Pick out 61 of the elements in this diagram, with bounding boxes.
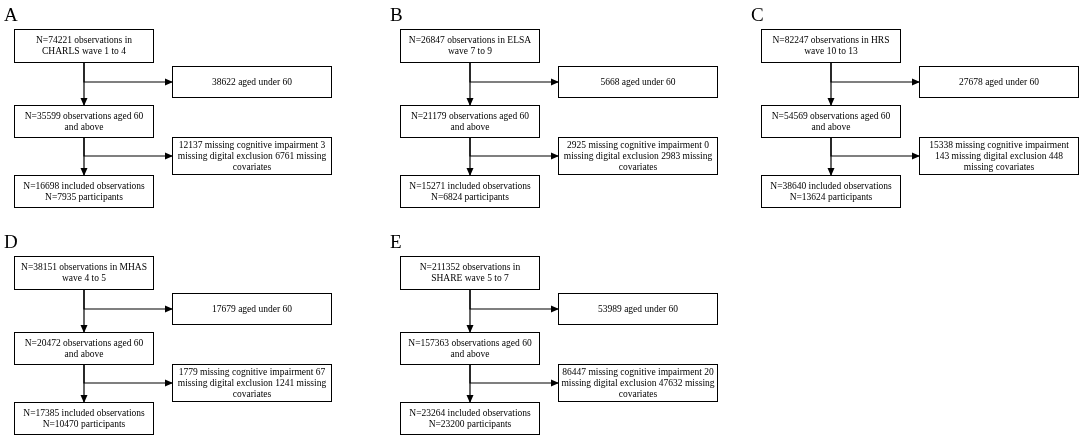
- box-text: N=38640 included observations N=13624 participants: [769, 180, 893, 203]
- box-text: 1779 missing cognitive impairment 67 missing digital exclusion 1241 missing covariates: [176, 366, 328, 400]
- box-text: 5668 aged under 60: [600, 76, 676, 88]
- process-box: [919, 66, 1079, 98]
- box-text: 38622 aged under 60: [212, 76, 292, 88]
- panel-label: B: [390, 5, 403, 24]
- arrow: [83, 137, 173, 160]
- box-text: N=157363 observations aged 60 and above: [407, 337, 533, 360]
- arrow: [469, 62, 559, 86]
- process-box: [400, 402, 540, 435]
- box-text: 17679 aged under 60: [212, 303, 292, 315]
- box-text: N=35599 observations aged 60 and above: [23, 110, 145, 133]
- box-text: N=211352 observations in SHARE wave 5 to 7: [418, 262, 522, 284]
- box-text: N=17385 included observations N=10470 participants: [22, 407, 146, 430]
- process-box: [558, 66, 718, 98]
- process-box: [761, 105, 901, 138]
- process-box: [400, 175, 540, 208]
- box-text: 27678 aged under 60: [959, 76, 1039, 88]
- arrow: [83, 364, 173, 387]
- arrow: [469, 364, 559, 387]
- arrow: [830, 137, 920, 160]
- arrow: [469, 289, 559, 313]
- process-box: [172, 66, 332, 98]
- arrow: [83, 289, 173, 313]
- box-text: N=15271 included observations N=6824 participants: [408, 180, 532, 203]
- box-text: N=23264 included observations N=23200 participants: [408, 407, 532, 430]
- process-box: [919, 137, 1079, 175]
- box-text: N=54569 observations aged 60 and above: [770, 110, 892, 133]
- process-box: [14, 105, 154, 138]
- process-box: [14, 175, 154, 208]
- process-box: [172, 293, 332, 325]
- process-box: [14, 29, 154, 63]
- process-box: [400, 256, 540, 290]
- process-box: [14, 402, 154, 435]
- box-text: 2925 missing cognitive impairment 0 missing digital exclusion 2983 missing covariates: [562, 139, 714, 173]
- panel-label: A: [4, 5, 18, 24]
- box-text: N=20472 observations aged 60 and above: [23, 337, 145, 360]
- process-box: [14, 332, 154, 365]
- box-text: N=16698 included observations N=7935 participants: [22, 180, 146, 203]
- process-box: [400, 105, 540, 138]
- arrow: [469, 137, 559, 160]
- box-text: 53989 aged under 60: [598, 303, 678, 315]
- arrow: [83, 62, 173, 86]
- process-box: [558, 293, 718, 325]
- box-text: N=26847 observations in ELSA wave 7 to 9: [407, 35, 533, 57]
- panel-label: C: [751, 5, 764, 24]
- box-text: 12137 missing cognitive impairment 3 missing digital exclusion 6761 missing covariates: [176, 139, 328, 173]
- box-text: N=38151 observations in MHAS wave 4 to 5: [20, 262, 148, 284]
- box-text: 15338 missing cognitive impairment 143 missing digital exclusion 448 missing covariates: [928, 139, 1070, 173]
- box-text: N=74221 observations in CHARLS wave 1 to 4: [34, 35, 134, 57]
- process-box: [761, 175, 901, 208]
- process-box: [14, 256, 154, 290]
- box-text: 86447 missing cognitive impairment 20 missing digital exclusion 47632 missing covariates: [561, 366, 715, 400]
- process-box: [400, 29, 540, 63]
- box-text: N=21179 observations aged 60 and above: [409, 110, 531, 133]
- process-box: [761, 29, 901, 63]
- box-text: N=82247 observations in HRS wave 10 to 13: [771, 35, 891, 57]
- panel-label: E: [390, 232, 402, 251]
- arrow: [830, 62, 920, 86]
- panel-label: D: [4, 232, 18, 251]
- process-box: [400, 332, 540, 365]
